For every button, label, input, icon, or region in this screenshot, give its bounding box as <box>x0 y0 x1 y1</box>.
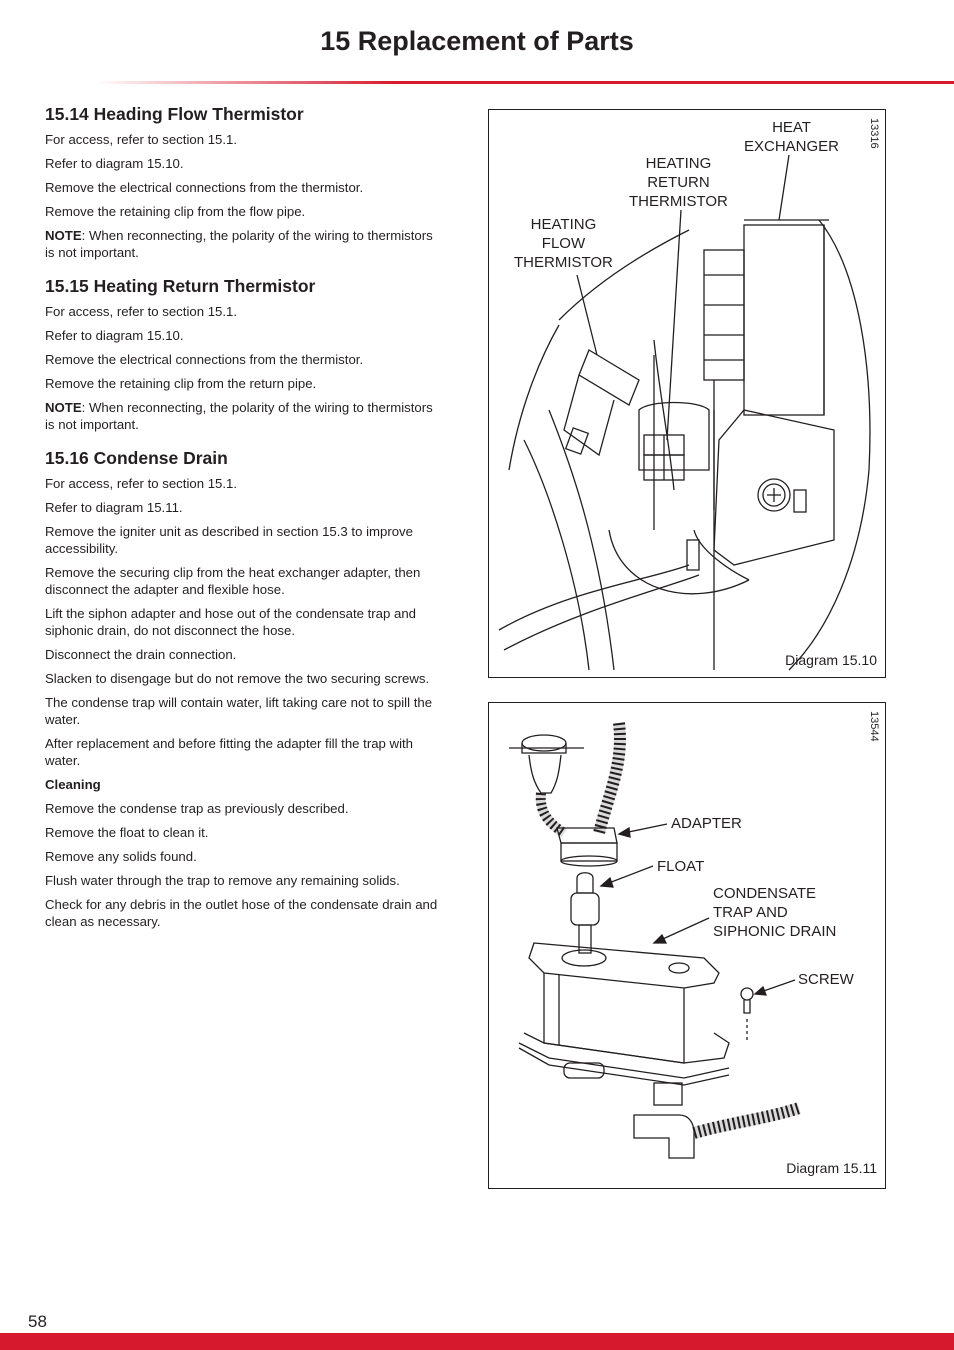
paragraph: Remove the electrical connections from t… <box>45 352 364 367</box>
label-heat-exchanger: HEAT EXCHANGER <box>744 118 839 156</box>
note-label: NOTE <box>45 228 82 243</box>
paragraph: For access, refer to section 15.1. <box>45 304 238 319</box>
section-heading: 15.14 Heading Flow Thermistor <box>45 104 304 124</box>
paragraph: For access, refer to section 15.1. <box>45 476 238 491</box>
footer-bar <box>0 1333 954 1350</box>
paragraph: Remove any solids found. <box>45 849 197 864</box>
section-heading: 15.15 Heating Return Thermistor <box>45 276 316 296</box>
label-line: EXCHANGER <box>744 138 840 155</box>
label-adapter: ADAPTER <box>671 815 742 832</box>
page-number: 58 <box>28 1312 47 1331</box>
label-line: HEATING <box>530 216 597 233</box>
note-label: NOTE <box>45 400 82 415</box>
diagram-reference-id: 13544 <box>868 711 880 742</box>
paragraph: Lift the siphon adapter and hose out of … <box>45 606 416 638</box>
paragraph: Remove the igniter unit as described in … <box>45 524 413 556</box>
diagram-thermistors: 13316 HEAT EXCHANGER HEATING RETURN THER… <box>488 109 886 678</box>
label-line: TRAP AND <box>713 904 788 921</box>
diagram-caption: Diagram 15.11 <box>786 1160 877 1176</box>
diagram-thermistors-illustration <box>498 154 871 671</box>
paragraph: Flush water through the trap to remove a… <box>45 873 400 888</box>
label-heating-return-thermistor: HEATING RETURN THERMISTOR <box>629 154 728 211</box>
label-line: RETURN <box>647 174 710 191</box>
label-line: SIPHONIC DRAIN <box>713 923 837 940</box>
label-float: FLOAT <box>657 858 705 875</box>
diagram-reference-id: 13316 <box>868 118 880 149</box>
section-heading: 15.16 Condense Drain <box>45 448 228 468</box>
paragraph: Slacken to disengage but do not remove t… <box>45 671 430 686</box>
note-text: : When reconnecting, the polarity of the… <box>45 400 433 432</box>
label-heating-flow-thermistor: HEATING FLOW THERMISTOR <box>514 215 613 272</box>
paragraph: Remove the retaining clip from the retur… <box>45 376 317 391</box>
label-line: THERMISTOR <box>629 193 728 210</box>
paragraph: Remove the condense trap as previously d… <box>45 801 349 816</box>
note: NOTE: When reconnecting, the polarity of… <box>45 227 445 261</box>
diagram-condense-drain: 13544 ADAPTER FLOAT CONDENSATE TRAP AND … <box>488 702 886 1189</box>
section-condense-drain: 15.16 Condense Drain For access, refer t… <box>45 448 445 930</box>
paragraph: Refer to diagram 15.11. <box>45 500 183 515</box>
paragraph: Disconnect the drain connection. <box>45 647 237 662</box>
diagram-condense-drain-illustration <box>509 722 801 1159</box>
cleaning-subheading: Cleaning <box>45 777 101 792</box>
paragraph: Check for any debris in the outlet hose … <box>45 897 438 929</box>
section-heating-return-thermistor: 15.15 Heating Return Thermistor For acce… <box>45 276 445 433</box>
paragraph: Refer to diagram 15.10. <box>45 156 184 171</box>
paragraph: The condense trap will contain water, li… <box>45 695 433 727</box>
label-line: FLOW <box>541 235 586 252</box>
section-heating-flow-thermistor: 15.14 Heading Flow Thermistor For access… <box>45 104 445 261</box>
paragraph: For access, refer to section 15.1. <box>45 132 238 147</box>
label-screw: SCREW <box>798 971 854 988</box>
note-text: : When reconnecting, the polarity of the… <box>45 228 433 260</box>
paragraph: Remove the float to clean it. <box>45 825 209 840</box>
label-line: HEAT <box>772 119 811 136</box>
label-line: HEATING <box>645 155 712 172</box>
label-condensate-trap: CONDENSATE TRAP AND SIPHONIC DRAIN <box>713 884 836 941</box>
paragraph: Remove the retaining clip from the flow … <box>45 204 306 219</box>
label-line: CONDENSATE <box>713 885 817 902</box>
paragraph: Remove the electrical connections from t… <box>45 180 364 195</box>
text-column: 15.14 Heading Flow Thermistor For access… <box>45 104 445 945</box>
note: NOTE: When reconnecting, the polarity of… <box>45 399 445 433</box>
label-line: THERMISTOR <box>514 254 613 271</box>
paragraph: Remove the securing clip from the heat e… <box>45 565 421 597</box>
page-title: 15 Replacement of Parts <box>320 26 634 56</box>
title-rule <box>95 81 954 84</box>
diagram-caption: Diagram 15.10 <box>785 652 877 668</box>
paragraph: After replacement and before fitting the… <box>45 736 413 768</box>
paragraph: Refer to diagram 15.10. <box>45 328 184 343</box>
